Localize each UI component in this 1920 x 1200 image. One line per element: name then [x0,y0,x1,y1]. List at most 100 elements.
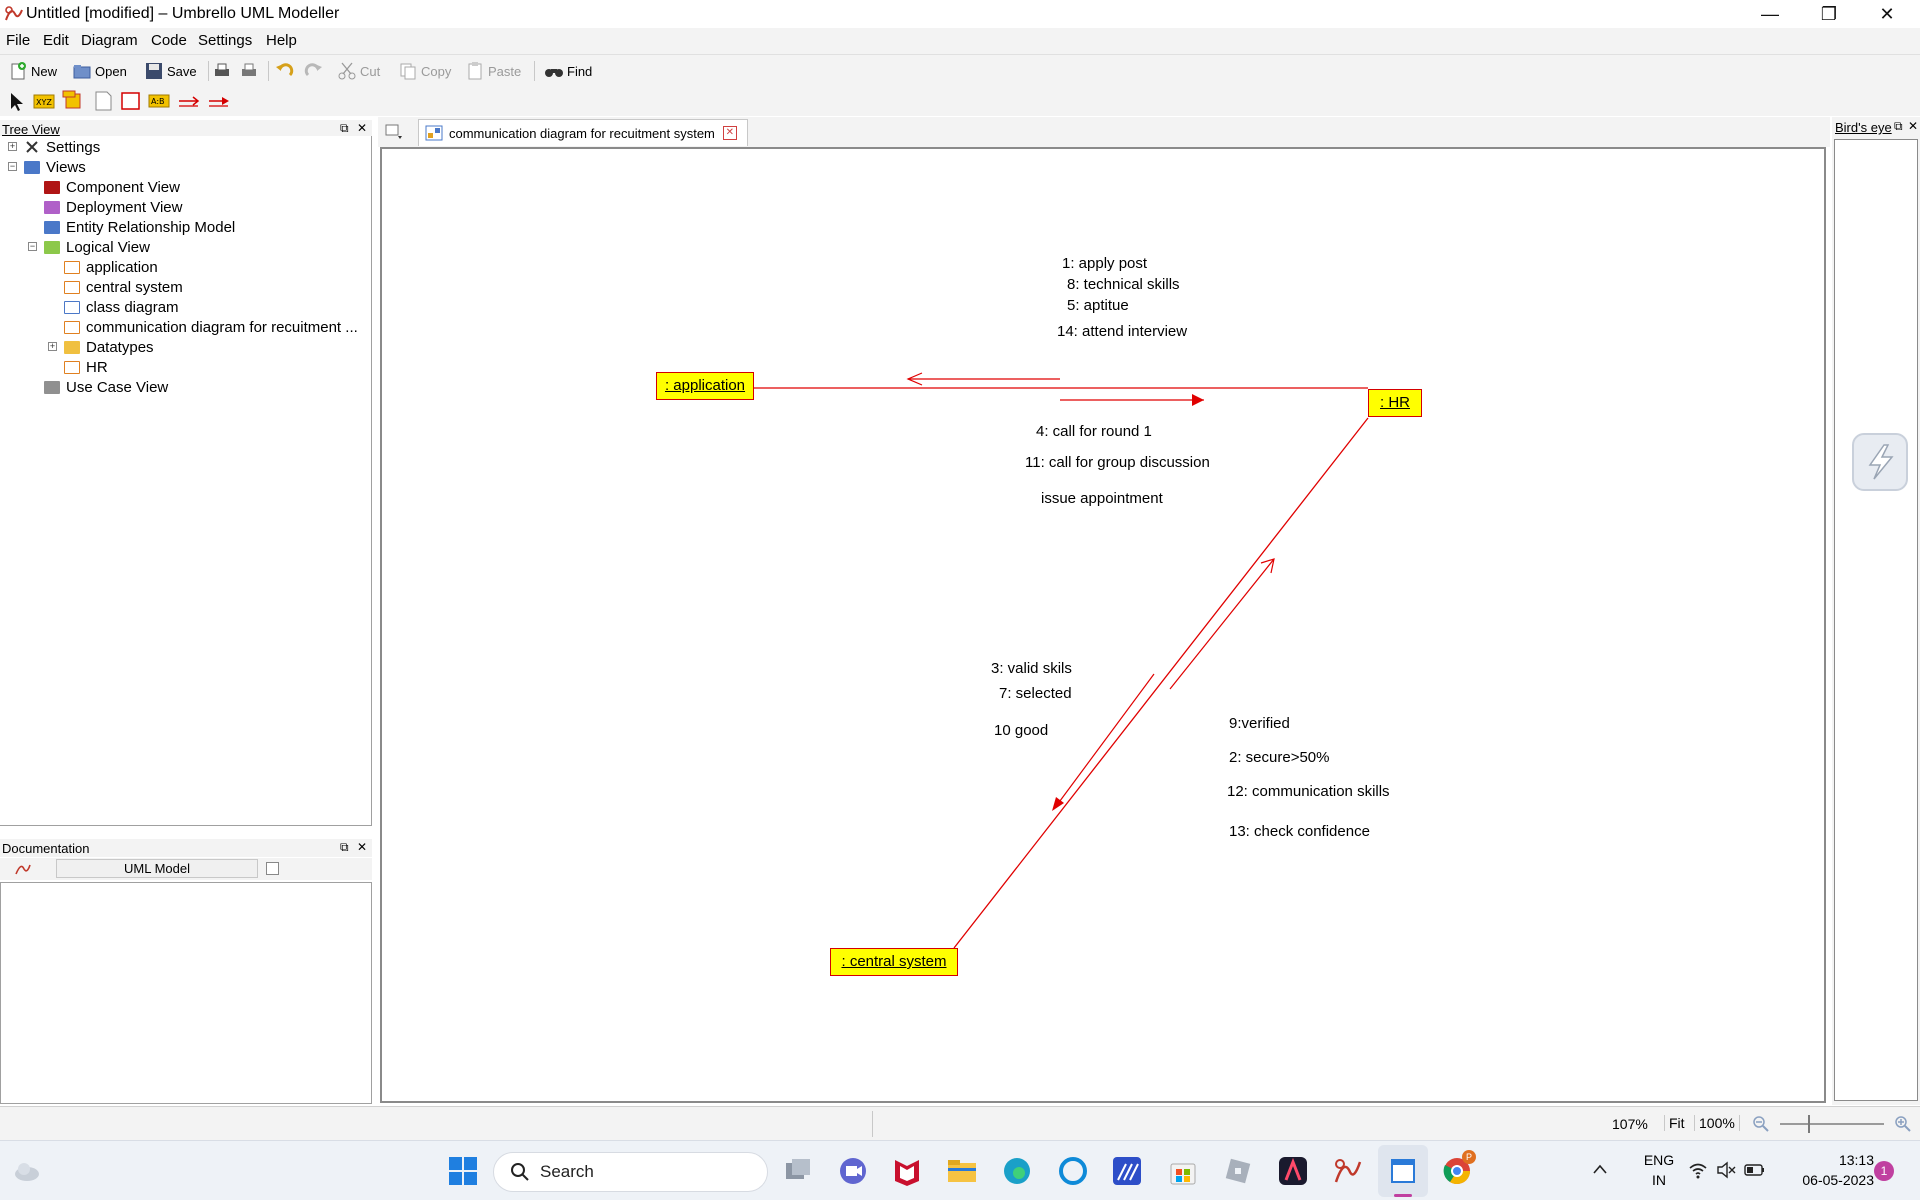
notepad-icon[interactable] [1386,1154,1420,1188]
language-indicator[interactable]: ENG IN [1636,1150,1682,1190]
message-label[interactable]: 13: check confidence [1229,823,1370,840]
weather-cloud-icon[interactable] [10,1154,44,1188]
multi-object-icon[interactable] [62,90,84,112]
close-tab-icon[interactable]: ✕ [722,126,737,140]
message-label[interactable]: 1: apply post [1062,255,1148,272]
zoom-slider-handle[interactable] [1808,1115,1810,1133]
menu-settings[interactable]: Settings [198,32,253,49]
roblox-icon[interactable] [1221,1154,1255,1188]
text-label-icon[interactable]: A:B [148,90,170,112]
message-label[interactable]: 8: technical skills [1067,276,1180,293]
redo-button[interactable] [304,59,327,83]
new-button[interactable]: New [8,59,57,83]
chevron-up-icon[interactable] [1592,1163,1608,1175]
mcafee-icon[interactable] [890,1154,924,1188]
minimize-button[interactable]: — [1761,4,1779,24]
maximize-button[interactable]: ❐ [1820,4,1838,24]
battery-icon[interactable] [1744,1163,1766,1177]
tree-item-use-case-view[interactable]: Use Case View [44,378,168,396]
paste-button[interactable]: Paste [465,59,521,83]
undock-icon[interactable]: ⧉ [1894,119,1903,133]
microsoft-store-icon[interactable] [1166,1154,1200,1188]
message-label[interactable]: 14: attend interview [1057,323,1188,340]
object-hr[interactable]: : HR [1368,389,1422,417]
save-button[interactable]: Save [144,59,197,83]
diagram-canvas[interactable]: : application : HR : central system 1: a… [380,147,1826,1103]
undock-icon[interactable]: ⧉ [340,840,349,854]
message-label[interactable]: 4: call for round 1 [1036,423,1152,440]
umbrello-taskbar-icon[interactable] [1330,1154,1364,1188]
close-icon[interactable]: ✕ [1908,119,1919,133]
tree-item-views[interactable]: Views [24,158,86,176]
zoom-fit-button[interactable]: Fit [1664,1115,1689,1131]
message-arrow-down[interactable] [1053,673,1155,810]
message-arrow-up[interactable] [1169,558,1275,690]
wifi-icon[interactable] [1688,1161,1708,1179]
anchor-link-icon[interactable] [208,90,230,112]
tree-item-logical-view[interactable]: Logical View [44,238,150,256]
notification-count-badge[interactable]: 1 [1874,1161,1894,1181]
note-icon[interactable] [92,90,114,112]
windows-start-icon[interactable] [446,1154,480,1188]
speaker-muted-icon[interactable] [1716,1161,1736,1179]
close-icon[interactable]: ✕ [357,840,368,854]
association-line[interactable] [953,417,1369,949]
expand-icon[interactable]: + [48,341,57,351]
object-application[interactable]: : application [656,372,754,400]
tree-item-settings[interactable]: Settings [24,138,100,156]
floating-widget[interactable] [1852,433,1908,491]
message-label[interactable]: 10 good [994,722,1049,739]
zoom-100-button[interactable]: 100% [1694,1115,1740,1131]
message-label[interactable]: 3: valid skils [991,660,1072,677]
tree-item-datatypes[interactable]: Datatypes [64,338,154,356]
teams-meet-icon[interactable] [836,1154,870,1188]
zoom-in-icon[interactable] [1894,1115,1912,1133]
file-explorer-icon[interactable] [945,1154,979,1188]
tree-item-hr[interactable]: HR [64,358,108,376]
message-link-icon[interactable] [178,90,200,112]
tree-item-communication-diagram[interactable]: communication diagram for recuitment ... [64,318,358,336]
undo-button[interactable] [274,59,297,83]
find-button[interactable]: Find [544,59,592,83]
zoom-out-icon[interactable] [1752,1115,1770,1133]
print-preview-button[interactable] [239,59,262,83]
adobe-express-icon[interactable] [1276,1154,1310,1188]
edge-browser-icon[interactable] [1000,1154,1034,1188]
undock-icon[interactable]: ⧉ [340,121,349,135]
expand-icon[interactable]: + [8,141,17,151]
object-xyz-icon[interactable]: XYZ [33,90,55,112]
uml-model-button[interactable]: UML Model [56,859,258,878]
tree-item-central-system[interactable]: central system [64,278,183,296]
doc-checkbox[interactable] [266,862,279,875]
message-label[interactable]: 2: secure>50% [1229,749,1330,766]
object-central-system[interactable]: : central system [830,948,958,976]
new-tab-icon[interactable] [384,123,406,141]
close-icon[interactable]: ✕ [357,121,368,135]
message-label[interactable]: 12: communication skills [1227,783,1390,800]
collapse-icon[interactable]: − [28,241,37,251]
menu-file[interactable]: File [6,32,31,49]
close-button[interactable]: ✕ [1879,4,1895,24]
zoom-slider[interactable] [1780,1123,1884,1125]
collapse-icon[interactable]: − [8,161,17,171]
print-button[interactable] [212,59,235,83]
clock[interactable]: 13:13 06-05-2023 [1778,1150,1874,1190]
message-label[interactable]: 5: aptitue [1067,297,1129,314]
message-label[interactable]: issue appointment [1041,490,1163,507]
tree-item-deployment-view[interactable]: Deployment View [44,198,182,216]
message-label[interactable]: 9:verified [1229,715,1290,732]
tree-item-application[interactable]: application [64,258,158,276]
select-arrow-icon[interactable] [6,90,28,112]
graph-app-icon[interactable] [1110,1154,1144,1188]
menu-help[interactable]: Help [266,32,297,49]
menu-diagram[interactable]: Diagram [81,32,138,49]
tree-item-component-view[interactable]: Component View [44,178,180,196]
documentation-text-area[interactable] [0,882,372,1104]
cut-button[interactable]: Cut [337,59,380,83]
tree-item-class-diagram[interactable]: class diagram [64,298,179,316]
menu-code[interactable]: Code [151,32,187,49]
tab-communication-diagram[interactable]: communication diagram for recuitment sys… [418,119,748,146]
message-label[interactable]: 11: call for group discussion [1025,454,1210,471]
tree-item-entity-relationship-model[interactable]: Entity Relationship Model [44,218,235,236]
cortana-icon[interactable] [1056,1154,1090,1188]
